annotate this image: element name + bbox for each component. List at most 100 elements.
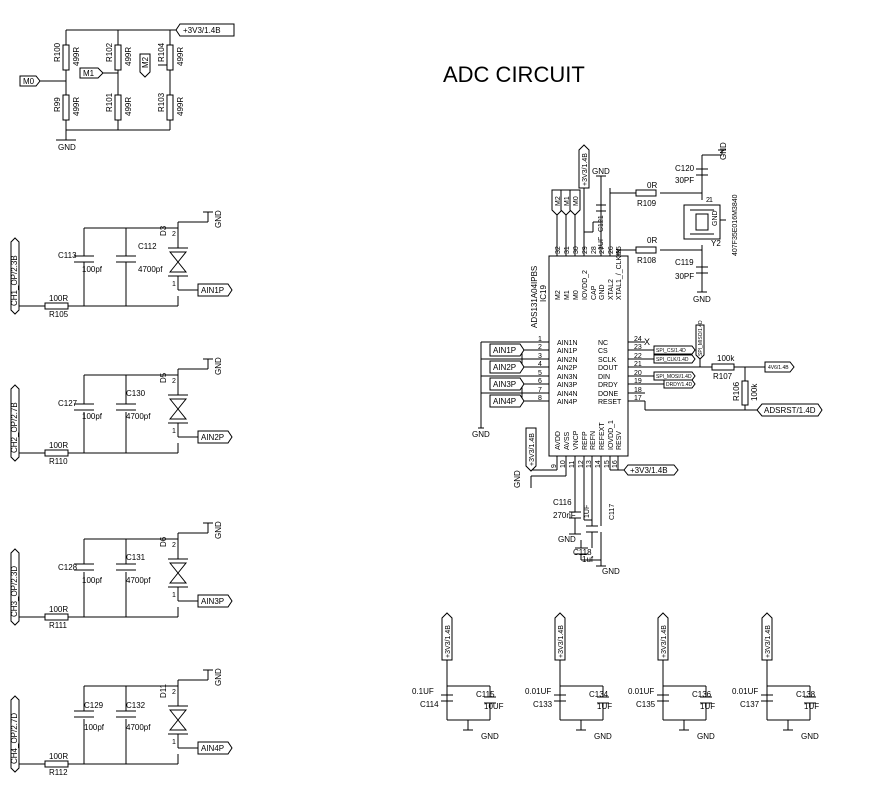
crystal-gnd-top: GND xyxy=(719,142,728,160)
ic-right-pin-num: 24 xyxy=(634,336,642,343)
crystal-pin2: 2 xyxy=(706,197,710,204)
ic-top-pin-name: IOVDD_2 xyxy=(582,270,589,300)
ic-left-pin-name: AIN1P xyxy=(557,348,578,355)
ch3-pin2: 2 xyxy=(172,542,176,549)
ic-right-pin-name: DOUT xyxy=(598,365,619,372)
ic-left-pin-num: 6 xyxy=(538,378,542,385)
ch2-rv: 100R xyxy=(49,441,68,450)
ic-c118v: 1uf xyxy=(582,555,594,564)
ch4-gnd: GND xyxy=(214,668,223,686)
ic-right-pin-name: SCLK xyxy=(598,357,617,364)
ch4-ca: C129 xyxy=(84,701,104,710)
ic-right-pin-num: 21 xyxy=(634,361,642,368)
ch4-cbv: 4700pf xyxy=(126,723,151,732)
ch3-cbv: 4700pf xyxy=(126,576,151,585)
ic-top-pin-name: M2 xyxy=(555,290,562,300)
ch1-gnd: GND xyxy=(214,210,223,228)
ic-left-pin-name: AIN4P xyxy=(557,399,578,406)
r109-val: 0R xyxy=(647,181,657,190)
ic-right-pin-name: DRDY xyxy=(598,382,618,389)
r102-ref: R102 xyxy=(105,42,114,62)
ch3-ca: C128 xyxy=(58,563,78,572)
decoupling-supply: +3V3/1.4B xyxy=(558,625,565,658)
decoupling-c2: C138 xyxy=(796,690,816,699)
ch2-cav: 100pf xyxy=(82,412,103,421)
ic-top-pin-num: 30 xyxy=(573,246,580,254)
decoupling-c2: C115 xyxy=(476,690,495,699)
ch1-cbv: 4700pf xyxy=(138,265,163,274)
ch1-pin1: 1 xyxy=(172,281,176,288)
decoupling-supply: +3V3/1.4B xyxy=(445,625,452,658)
ic-ain2p: AIN2P xyxy=(493,363,516,372)
ch1-out: AIN1P xyxy=(201,286,224,295)
ch4-out: AIN4P xyxy=(201,744,224,753)
schematic-title: ADC CIRCUIT xyxy=(443,62,585,87)
decoupling-c2v: 10UF xyxy=(484,702,504,711)
ic-top-pin-num: 32 xyxy=(555,246,562,254)
ch1-r: R105 xyxy=(49,310,69,319)
ic-top-pin-name: M1 xyxy=(564,290,571,300)
crystal-gnd-in: GND xyxy=(712,210,719,226)
ic-bottom-pin-num: 11 xyxy=(569,461,576,468)
ic-top-pin-num: 29 xyxy=(582,246,589,254)
ic-bottom-pin-name: AVSS xyxy=(564,432,571,450)
ic-bottom-pin-name: RESV xyxy=(616,431,623,450)
ch4-pin2: 2 xyxy=(172,689,176,696)
crystal-gnd-bottom: GND xyxy=(693,295,711,304)
decoupling-c2v: 1UF xyxy=(804,702,819,711)
ch1-d: D3 xyxy=(159,225,168,236)
crystal-y: Y2 xyxy=(711,239,721,248)
m0-label: M0 xyxy=(23,77,35,86)
decoupling-supply: +3V3/1.4B xyxy=(661,625,668,658)
ic-right-pin-num: 17 xyxy=(634,395,642,402)
ch3-out: AIN3P xyxy=(201,597,224,606)
ic-left-pin-num: 1 xyxy=(538,336,542,343)
ch4-pin1: 1 xyxy=(172,739,176,746)
ic-bottom-pin-num: 10 xyxy=(560,460,567,468)
ic-left-pin-name: AIN3P xyxy=(557,382,578,389)
ic-top-m1: M1 xyxy=(564,196,571,206)
ic-spi-cs: SPI_CS/1.4D xyxy=(656,348,686,354)
decoupling-gnd: GND xyxy=(697,732,715,741)
ic-spi-mosi: SPI_MOSI/1.4D xyxy=(656,374,692,380)
ch2-ca: C127 xyxy=(58,399,78,408)
ch3-pin1: 1 xyxy=(172,592,176,599)
ic-left-pin-num: 5 xyxy=(538,370,542,377)
c119-ref: C119 xyxy=(675,258,694,267)
ic-ref: IC19 xyxy=(539,285,548,302)
ic-bottom-pin-num: 13 xyxy=(586,460,593,468)
ic-bottom-pin-num: 15 xyxy=(604,460,611,468)
ic-top-pin-name: CAP xyxy=(591,285,598,300)
ic-right-pin-name: CS xyxy=(598,348,608,355)
channel-3: CH3_OP/2.3D R111 100R C128 100pf C131 47… xyxy=(10,521,233,630)
ch4-rv: 100R xyxy=(49,752,68,761)
ic-r107: R107 xyxy=(713,372,733,381)
ic-top-pin-name: XTAL2 xyxy=(608,279,615,300)
ic-top-pin-num: 28 xyxy=(591,246,598,254)
ch3-r: R111 xyxy=(49,621,67,630)
ic-right-pin-name: DONE xyxy=(598,391,619,398)
ic-c116: C116 xyxy=(553,498,572,507)
r104-val: 499R xyxy=(176,47,185,66)
channel-4: CH4_OP/2.7D R112 100R C129 100pf C132 47… xyxy=(10,668,233,777)
ic-r106v: 100k xyxy=(750,383,759,401)
ic-r107v: 100k xyxy=(717,354,735,363)
ch4-cb: C132 xyxy=(126,701,146,710)
r109-ref: R109 xyxy=(637,199,657,208)
ic-vbat: 4V6/1.4B xyxy=(768,365,789,371)
ch2-pin1: 1 xyxy=(172,428,176,435)
r103-ref: R103 xyxy=(157,92,166,112)
decoupling-c1: C114 xyxy=(420,700,439,709)
ic-left-pin-num: 2 xyxy=(538,344,542,351)
adc-ic: ADS131A04IPBS IC19 32M231M130M029IOVDD_2… xyxy=(530,246,642,468)
ic-left-pin-num: 7 xyxy=(538,387,542,394)
ic-bottom-pin-name: REFEXT xyxy=(599,422,606,450)
decoupling-c2: C134 xyxy=(589,690,609,699)
ic-top-supply: +3V3/1.4B xyxy=(582,153,589,186)
ic-gnd-cap: GND xyxy=(592,167,610,176)
ic-bottom-pin-num: 12 xyxy=(578,460,585,468)
ic-bottom-pin-name: IOVDD_1 xyxy=(608,420,615,450)
ic-top-nets: M2 M1 M0 +3V3/1.4B C121 1UF GND xyxy=(551,144,636,256)
ic-left-pin-name: AIN2P xyxy=(557,365,578,372)
